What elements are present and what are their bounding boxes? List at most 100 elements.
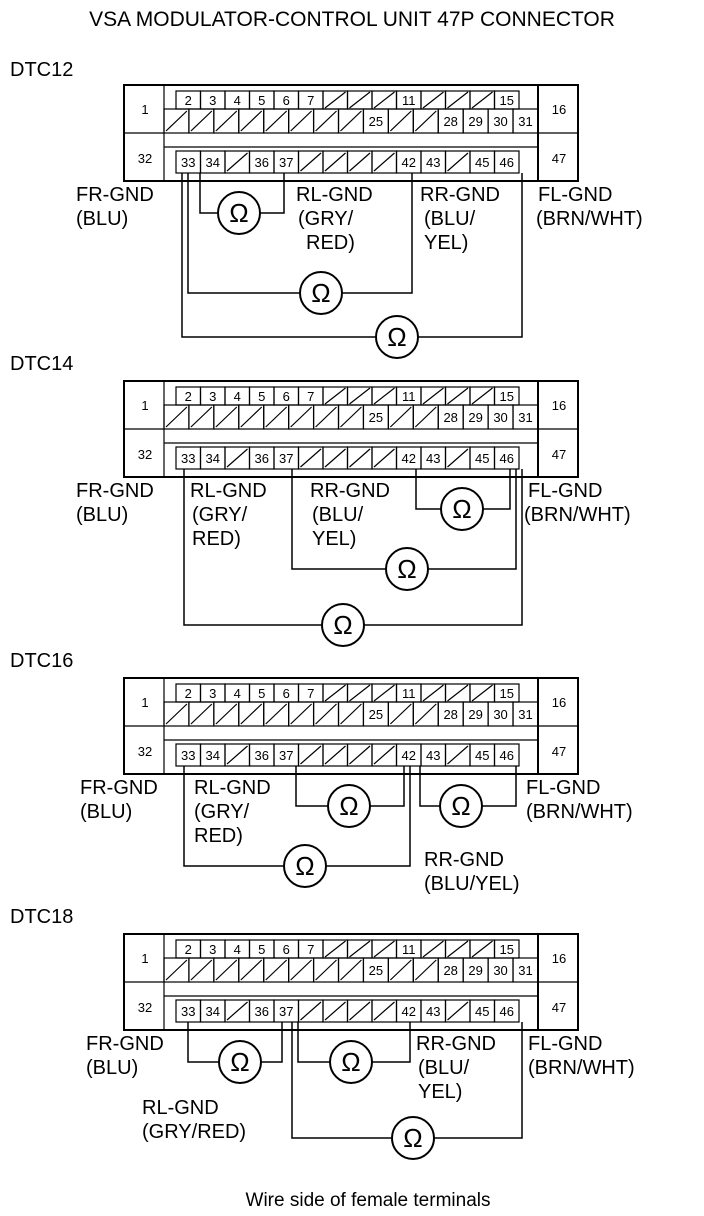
label-fr2: (BLU) (86, 1057, 138, 1079)
pin-32: 32 (138, 1000, 152, 1015)
pin-5: 5 (258, 389, 265, 404)
label-rr1: RR-GND (416, 1033, 496, 1055)
label-rl2: (GRY/ (192, 504, 248, 526)
wire (434, 1022, 523, 1139)
pin-15: 15 (500, 93, 514, 108)
wire (291, 1022, 392, 1139)
ohmmeter-33-42 (299, 271, 343, 315)
wire (370, 766, 405, 807)
pin-1: 1 (141, 695, 148, 710)
pin-11: 11 (402, 93, 416, 108)
pin-28: 28 (443, 707, 457, 722)
pin-34: 34 (206, 748, 220, 763)
pin-30: 30 (493, 963, 507, 978)
ohmmeter-34-37 (217, 191, 261, 235)
label-rl2: (GRY/ (298, 208, 354, 230)
wire (199, 173, 218, 214)
pin-3: 3 (209, 389, 216, 404)
pin-37: 37 (279, 155, 293, 170)
pin-46: 46 (500, 1004, 514, 1019)
pin-43: 43 (426, 451, 440, 466)
wire (415, 469, 441, 510)
pin-47: 47 (552, 1000, 566, 1015)
label-rr3: YEL) (424, 232, 468, 254)
pin-31: 31 (518, 410, 532, 425)
pin-16: 16 (552, 398, 566, 413)
pin-43: 43 (426, 748, 440, 763)
wire (183, 469, 322, 626)
wire (187, 1022, 219, 1063)
ohm-symbol: Ω (230, 1047, 249, 1077)
ohmmeter-37-46 (391, 1116, 435, 1160)
pin-4: 4 (234, 686, 241, 701)
pin-36: 36 (255, 155, 269, 170)
ohmmeter-33-46 (321, 603, 365, 647)
label-rl3: RED) (194, 825, 243, 847)
wire (483, 469, 511, 510)
pin-45: 45 (475, 748, 489, 763)
ohmmeter-33-42 (283, 844, 327, 888)
pin-46: 46 (500, 155, 514, 170)
pin-34: 34 (206, 451, 220, 466)
pin-42: 42 (402, 155, 416, 170)
ohm-symbol: Ω (403, 1123, 422, 1153)
pin-4: 4 (234, 389, 241, 404)
wire (260, 173, 285, 214)
label-rr1: RR-GND (420, 184, 500, 206)
pin-5: 5 (258, 686, 265, 701)
pin-33: 33 (181, 451, 195, 466)
pin-2: 2 (185, 686, 192, 701)
wire (419, 766, 440, 807)
ohm-symbol: Ω (451, 791, 470, 821)
wire (295, 766, 328, 807)
pin-36: 36 (255, 451, 269, 466)
pin-31: 31 (518, 963, 532, 978)
label-fr1: FR-GND (76, 184, 154, 206)
pin-16: 16 (552, 102, 566, 117)
pin-1: 1 (141, 398, 148, 413)
wire (183, 766, 284, 867)
pin-25: 25 (369, 114, 383, 129)
ohmmeter-42-46 (440, 487, 484, 531)
pin-1: 1 (141, 951, 148, 966)
ohm-symbol: Ω (229, 198, 248, 228)
pin-42: 42 (402, 1004, 416, 1019)
pin-34: 34 (206, 1004, 220, 1019)
pin-1: 1 (141, 102, 148, 117)
pin-37: 37 (279, 1004, 293, 1019)
pin-25: 25 (369, 963, 383, 978)
label-fr2: (BLU) (76, 504, 128, 526)
label-rl3: RED) (192, 528, 241, 550)
label-rl2: (GRY/RED) (142, 1121, 246, 1143)
pin-7: 7 (307, 93, 314, 108)
label-rr3: YEL) (418, 1081, 462, 1103)
pin-46: 46 (500, 451, 514, 466)
label-fl1: FL-GND (528, 1033, 602, 1055)
pin-15: 15 (500, 686, 514, 701)
ohm-symbol: Ω (397, 554, 416, 584)
pin-16: 16 (552, 695, 566, 710)
label-fr1: FR-GND (80, 777, 158, 799)
pin-36: 36 (255, 1004, 269, 1019)
pin-3: 3 (209, 942, 216, 957)
label-rr2: (BLU/ (418, 1057, 470, 1079)
pin-33: 33 (181, 1004, 195, 1019)
label-rl1: RL-GND (142, 1097, 219, 1119)
pin-15: 15 (500, 942, 514, 957)
pin-4: 4 (234, 93, 241, 108)
pin-25: 25 (369, 707, 383, 722)
pin-2: 2 (185, 389, 192, 404)
label-fl1: FL-GND (526, 777, 600, 799)
pin-2: 2 (185, 942, 192, 957)
label-fl2: (BRN/WHT) (528, 1057, 635, 1079)
wire (364, 469, 523, 626)
pin-42: 42 (402, 451, 416, 466)
pin-47: 47 (552, 744, 566, 759)
pin-47: 47 (552, 447, 566, 462)
pin-5: 5 (258, 942, 265, 957)
pin-25: 25 (369, 410, 383, 425)
pin-28: 28 (443, 410, 457, 425)
